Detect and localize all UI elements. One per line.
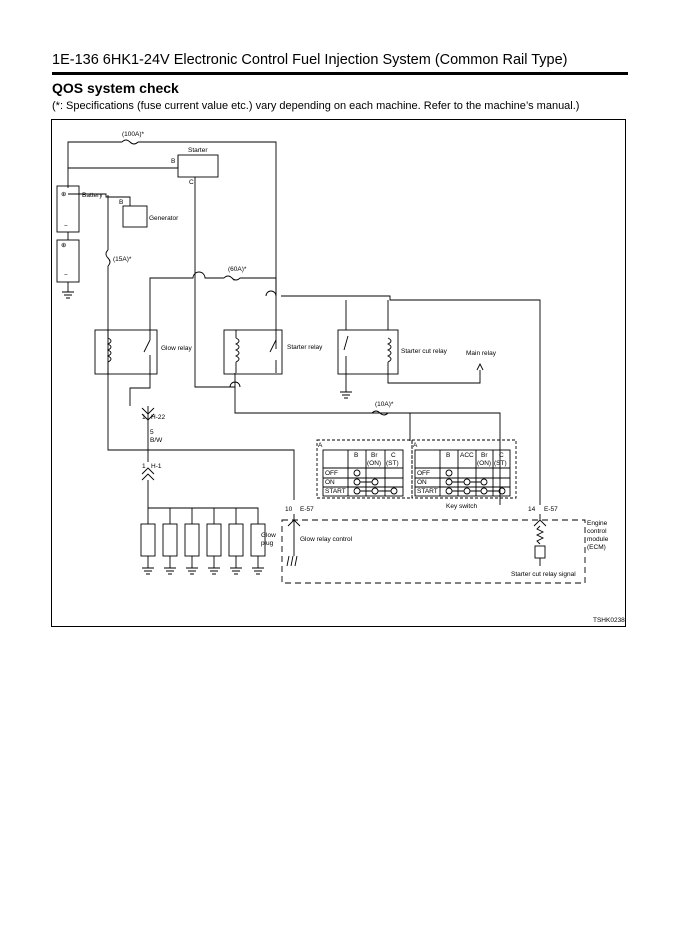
page-header: 1E-136 6HK1-24V Electronic Control Fuel … (52, 52, 568, 68)
left-table-col-c: C (391, 452, 396, 459)
connector-h22-pin: 1 (142, 414, 146, 421)
right-table-row-start: START (417, 488, 438, 495)
section-title: QOS system check (52, 80, 179, 96)
ecm-label-line3: module (587, 536, 609, 543)
right-table-row-on: ON (417, 479, 427, 486)
starter-relay-label: Starter relay (287, 344, 323, 351)
main-relay-label: Main relay (466, 350, 497, 357)
ecm-pin-14: 14 (528, 506, 536, 513)
starter-terminal-b: B (171, 158, 175, 165)
left-table-col-br: Br (371, 452, 378, 459)
right-table-tag: A (413, 442, 418, 449)
right-table-col-c: C (499, 452, 504, 459)
wire-number: 5 (150, 429, 154, 436)
figure-id: TSHK0238 (593, 617, 625, 624)
connector-h1-pin: 1 (142, 463, 146, 470)
diagram-frame (51, 119, 626, 627)
starter-cut-relay-signal-label: Starter cut relay signal (511, 571, 576, 578)
key-switch-label: Key switch (446, 503, 477, 510)
connector-e57-b: E-57 (544, 506, 558, 513)
svg-text:⊕: ⊕ (61, 242, 67, 249)
header-rule (52, 72, 628, 75)
left-table-row-start: START (325, 488, 346, 495)
left-table-sub-st: (ST) (386, 460, 399, 467)
right-table-col-b: B (446, 452, 450, 459)
ecm-label-line4: (ECM) (587, 544, 606, 551)
right-table-sub-st: (ST) (494, 460, 507, 467)
wire-color: B/W (150, 437, 163, 444)
svg-text:⊕: ⊕ (61, 191, 67, 198)
left-table-tag: A (318, 442, 323, 449)
right-table-col-acc: ACC (460, 452, 474, 459)
generator-label: Generator (149, 215, 179, 222)
connector-h1: H-1 (151, 463, 162, 470)
svg-text:−: − (64, 272, 68, 279)
ecm-pin-10: 10 (285, 506, 293, 513)
left-table-row-off: OFF (325, 470, 338, 477)
left-table-sub-on: (ON) (367, 460, 381, 467)
right-table-sub-on: (ON) (477, 460, 491, 467)
left-table-row-on: ON (325, 479, 335, 486)
fuse-60a-label: (60A)* (228, 266, 247, 273)
right-table-col-br: Br (481, 452, 488, 459)
glow-relay-control-label: Glow relay control (300, 536, 353, 543)
glow-plug-label-line2: plug (261, 540, 274, 547)
glow-relay-label: Glow relay (161, 345, 192, 352)
left-table-col-b: B (354, 452, 358, 459)
fuse-10a-label: (10A)* (375, 401, 394, 408)
starter-cut-relay-label: Starter cut relay (401, 348, 448, 355)
fuse-100a-label: (100A)* (122, 131, 145, 138)
glow-plug-label-line1: Glow (261, 532, 276, 539)
ecm-label-line2: control (587, 528, 607, 535)
starter-label: Starter (188, 147, 208, 154)
battery-label: Battery (82, 192, 103, 199)
specification-note: (*: Specifications (fuse current value e… (52, 100, 580, 112)
right-table-row-off: OFF (417, 470, 430, 477)
generator-terminal-b: B (119, 199, 123, 206)
connector-e57-a: E-57 (300, 506, 314, 513)
starter-terminal-c: C (189, 179, 194, 186)
connector-h22: H-22 (151, 414, 165, 421)
fuse-15a-label: (15A)* (113, 256, 132, 263)
svg-text:−: − (64, 223, 68, 230)
ecm-label-line1: Engine (587, 520, 608, 527)
